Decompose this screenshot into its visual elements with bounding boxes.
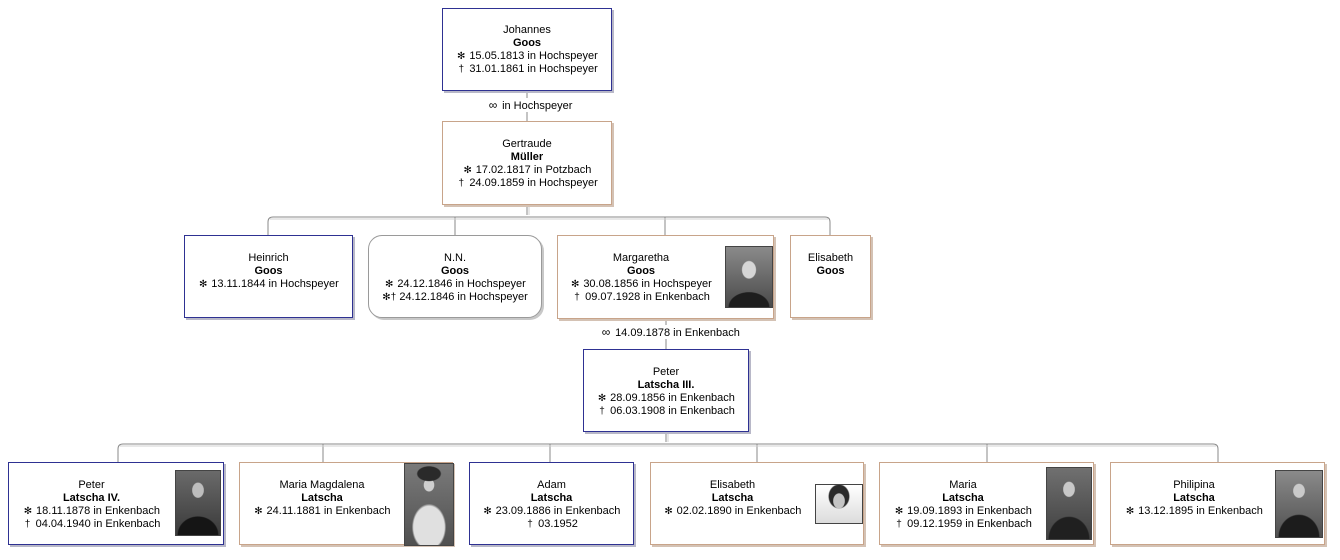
surname: Goos (626, 265, 656, 277)
given-name: Maria (949, 479, 977, 491)
surname: Latscha (942, 492, 984, 504)
death-line: † 31.01.1861 in Hochspeyer (443, 63, 611, 76)
birth-line: ✻ 24.12.1846 in Hochspeyer (385, 278, 526, 290)
death-line: † 09.12.1959 in Enkenbach (880, 518, 1046, 531)
birth-star-icon: ✻ (385, 279, 394, 290)
surname: Goos (440, 265, 470, 277)
portrait-photo[interactable] (815, 484, 863, 524)
person-card-gertraude-mueller[interactable]: Gertraude Müller ✻ 17.02.1817 in Potzbac… (442, 121, 612, 205)
person-card-philipina-latscha[interactable]: Philipina Latscha ✻ 13.12.1895 in Enkenb… (1110, 462, 1325, 545)
death-cross-icon: † (599, 406, 605, 417)
death-line: † 04.04.1940 in Enkenbach (9, 518, 174, 531)
died-at-birth-icon: ✻† (382, 292, 397, 303)
portrait-photo[interactable] (1046, 467, 1092, 540)
death-line: ✻† 24.12.1846 in Hochspeyer (382, 291, 528, 303)
person-card-margaretha-goos[interactable]: Margaretha Goos ✻ 30.08.1856 in Hochspey… (557, 235, 774, 319)
given-name: Maria Magdalena (279, 479, 365, 491)
person-card-heinrich-goos[interactable]: Heinrich Goos ✻ 13.11.1844 in Hochspeyer (184, 235, 353, 318)
death-cross-icon: † (527, 519, 533, 530)
birth-line: ✻ 19.09.1893 in Enkenbach (894, 505, 1032, 517)
birth-line: ✻ 02.02.1890 in Enkenbach (664, 505, 802, 517)
surname: Latscha (711, 492, 754, 504)
surname: Latscha IV. (62, 492, 121, 504)
marriage-rings-icon: ∞ (488, 98, 498, 112)
birth-line: ✻ 18.11.1878 in Enkenbach (23, 505, 161, 517)
given-name: Gertraude (502, 138, 552, 150)
surname: Goos (512, 37, 542, 49)
birth-star-icon: ✻ (254, 506, 263, 517)
given-name: Elisabeth (709, 479, 756, 491)
death-cross-icon: † (24, 519, 31, 530)
surname: Latscha (530, 492, 573, 504)
birth-star-icon: ✻ (894, 506, 904, 517)
birth-star-icon: ✻ (664, 506, 673, 517)
given-name: N.N. (444, 252, 466, 264)
surname: Latscha (1173, 492, 1215, 504)
birth-line: ✻ 13.11.1844 in Hochspeyer (198, 278, 339, 290)
surname: Latscha III. (637, 379, 695, 391)
person-card-maria-latscha[interactable]: Maria Latscha ✻ 19.09.1893 in Enkenbach … (879, 462, 1094, 545)
person-card-johannes-goos[interactable]: Johannes Goos ✻ 15.05.1813 in Hochspeyer… (442, 8, 612, 91)
given-name: Philipina (1173, 479, 1215, 491)
surname: Latscha (301, 492, 343, 504)
given-name: Margaretha (612, 252, 670, 264)
death-cross-icon: † (458, 64, 465, 75)
birth-star-icon: ✻ (571, 279, 580, 290)
birth-star-icon: ✻ (23, 506, 33, 517)
person-card-nn-goos[interactable]: N.N. Goos ✻ 24.12.1846 in Hochspeyer ✻† … (368, 235, 542, 318)
portrait-photo[interactable] (1275, 470, 1323, 538)
given-name: Heinrich (248, 252, 289, 264)
marriage-rings-icon: ∞ (601, 325, 611, 339)
birth-line: ✻ 13.12.1895 in Enkenbach (1125, 505, 1263, 517)
person-card-elisabeth-goos[interactable]: Elisabeth Goos (790, 235, 871, 318)
given-name: Peter (78, 479, 105, 491)
birth-star-icon: ✻ (198, 279, 208, 290)
person-card-elisabeth-latscha[interactable]: Elisabeth Latscha ✻ 02.02.1890 in Enkenb… (650, 462, 864, 545)
marriage-label-1: ∞ in Hochspeyer (485, 98, 575, 112)
birth-star-icon: ✻ (1125, 506, 1135, 517)
surname: Goos (254, 265, 283, 277)
birth-star-icon: ✻ (463, 165, 472, 176)
given-name: Peter (652, 366, 680, 378)
person-card-adam-latscha[interactable]: Adam Latscha ✻ 23.09.1886 in Enkenbach †… (469, 462, 634, 545)
portrait-photo[interactable] (175, 470, 221, 536)
death-line: † 09.07.1928 in Enkenbach (558, 291, 724, 304)
birth-line: ✻ 15.05.1813 in Hochspeyer (457, 50, 598, 62)
birth-star-icon: ✻ (483, 506, 492, 517)
death-line: † 03.1952 (470, 518, 633, 531)
birth-line: ✻ 23.09.1886 in Enkenbach (483, 505, 621, 517)
birth-star-icon: ✻ (597, 393, 607, 404)
death-cross-icon: † (574, 292, 580, 303)
portrait-photo[interactable] (725, 246, 773, 308)
given-name: Elisabeth (807, 252, 854, 264)
person-card-maria-magdalena-latscha[interactable]: Maria Magdalena Latscha ✻ 24.11.1881 in … (239, 462, 454, 546)
death-cross-icon: † (458, 178, 465, 189)
birth-line: ✻ 24.11.1881 in Enkenbach (254, 505, 391, 517)
birth-line: ✻ 28.09.1856 in Enkenbach (597, 392, 735, 404)
portrait-photo[interactable] (404, 463, 454, 546)
given-name: Johannes (503, 24, 551, 36)
surname: Goos (816, 265, 845, 277)
surname: Müller (510, 151, 544, 163)
birth-star-icon: ✻ (457, 51, 466, 62)
person-card-peter-latscha-iv[interactable]: Peter Latscha IV. ✻ 18.11.1878 in Enkenb… (8, 462, 224, 545)
death-line: † 06.03.1908 in Enkenbach (584, 405, 748, 418)
birth-line: ✻ 17.02.1817 in Potzbach (463, 164, 592, 176)
person-card-peter-latscha-iii[interactable]: Peter Latscha III. ✻ 28.09.1856 in Enken… (583, 349, 749, 432)
death-cross-icon: † (896, 519, 902, 530)
birth-line: ✻ 30.08.1856 in Hochspeyer (571, 278, 712, 290)
marriage-label-2: ∞ 14.09.1878 in Enkenbach (598, 325, 742, 339)
death-line: † 24.09.1859 in Hochspeyer (443, 177, 611, 190)
given-name: Adam (537, 479, 566, 491)
